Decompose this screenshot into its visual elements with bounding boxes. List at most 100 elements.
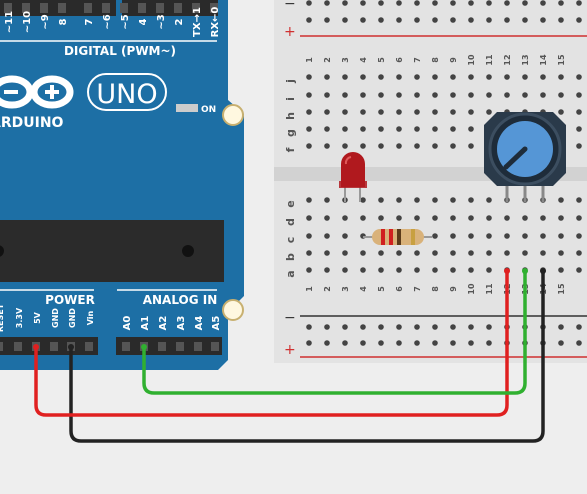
- breadboard-hole[interactable]: [378, 74, 384, 80]
- breadboard-hole[interactable]: [450, 143, 456, 149]
- breadboard-hole[interactable]: [324, 126, 330, 132]
- breadboard-hole[interactable]: [342, 17, 348, 23]
- breadboard-hole[interactable]: [558, 92, 564, 98]
- breadboard-hole[interactable]: [396, 126, 402, 132]
- breadboard-hole[interactable]: [558, 109, 564, 115]
- breadboard-hole[interactable]: [468, 0, 474, 6]
- breadboard-hole[interactable]: [306, 324, 312, 330]
- breadboard-hole[interactable]: [522, 233, 528, 239]
- breadboard-hole[interactable]: [486, 250, 492, 256]
- breadboard-hole[interactable]: [450, 92, 456, 98]
- breadboard-hole[interactable]: [468, 340, 474, 346]
- analog-pin-socket[interactable]: [176, 342, 184, 351]
- breadboard-hole[interactable]: [414, 109, 420, 115]
- breadboard-hole[interactable]: [486, 17, 492, 23]
- breadboard-hole[interactable]: [450, 324, 456, 330]
- breadboard-hole[interactable]: [414, 267, 420, 273]
- breadboard-hole[interactable]: [558, 250, 564, 256]
- breadboard-hole[interactable]: [396, 0, 402, 6]
- breadboard-hole[interactable]: [360, 324, 366, 330]
- breadboard-hole[interactable]: [378, 215, 384, 221]
- wires[interactable]: [33, 268, 546, 443]
- breadboard-hole[interactable]: [414, 17, 420, 23]
- breadboard-hole[interactable]: [576, 126, 582, 132]
- breadboard-hole[interactable]: [576, 92, 582, 98]
- digital-pin-socket[interactable]: [210, 3, 218, 13]
- breadboard-hole[interactable]: [306, 143, 312, 149]
- breadboard-hole[interactable]: [540, 0, 546, 6]
- breadboard-hole[interactable]: [450, 17, 456, 23]
- breadboard-hole[interactable]: [414, 126, 420, 132]
- breadboard-hole[interactable]: [396, 197, 402, 203]
- breadboard-hole[interactable]: [396, 92, 402, 98]
- breadboard-hole[interactable]: [450, 126, 456, 132]
- breadboard-hole[interactable]: [324, 0, 330, 6]
- breadboard-hole[interactable]: [486, 267, 492, 273]
- breadboard-hole[interactable]: [432, 109, 438, 115]
- breadboard-hole[interactable]: [468, 233, 474, 239]
- breadboard-hole[interactable]: [468, 324, 474, 330]
- analog-pin-socket[interactable]: [158, 342, 166, 351]
- breadboard-hole[interactable]: [360, 143, 366, 149]
- digital-pin-socket[interactable]: [192, 3, 200, 13]
- breadboard-hole[interactable]: [576, 197, 582, 203]
- breadboard-hole[interactable]: [396, 215, 402, 221]
- breadboard-hole[interactable]: [576, 267, 582, 273]
- breadboard-hole[interactable]: [360, 267, 366, 273]
- power-pin-socket[interactable]: [14, 342, 22, 351]
- breadboard-hole[interactable]: [306, 197, 312, 203]
- breadboard-hole[interactable]: [522, 74, 528, 80]
- breadboard-hole[interactable]: [450, 0, 456, 6]
- breadboard-hole[interactable]: [540, 215, 546, 221]
- digital-pin-socket[interactable]: [22, 3, 30, 13]
- breadboard-hole[interactable]: [558, 215, 564, 221]
- breadboard-hole[interactable]: [432, 126, 438, 132]
- breadboard-hole[interactable]: [558, 74, 564, 80]
- breadboard-hole[interactable]: [414, 340, 420, 346]
- breadboard-hole[interactable]: [576, 250, 582, 256]
- breadboard-hole[interactable]: [576, 0, 582, 6]
- analog-pin-socket[interactable]: [194, 342, 202, 351]
- breadboard-hole[interactable]: [414, 197, 420, 203]
- breadboard-hole[interactable]: [306, 250, 312, 256]
- breadboard-hole[interactable]: [468, 92, 474, 98]
- digital-pin-socket[interactable]: [120, 3, 128, 13]
- potentiometer[interactable]: [484, 112, 566, 202]
- breadboard-hole[interactable]: [414, 250, 420, 256]
- breadboard-hole[interactable]: [378, 17, 384, 23]
- breadboard-hole[interactable]: [576, 215, 582, 221]
- breadboard-hole[interactable]: [324, 340, 330, 346]
- gnd-wire[interactable]: [69, 269, 545, 443]
- breadboard-hole[interactable]: [324, 143, 330, 149]
- breadboard-hole[interactable]: [504, 250, 510, 256]
- power-pin-socket[interactable]: [0, 342, 3, 351]
- breadboard-hole[interactable]: [504, 74, 510, 80]
- breadboard-hole[interactable]: [378, 250, 384, 256]
- digital-pin-socket[interactable]: [174, 3, 182, 13]
- breadboard-hole[interactable]: [540, 92, 546, 98]
- breadboard-hole[interactable]: [342, 0, 348, 6]
- breadboard-hole[interactable]: [396, 17, 402, 23]
- breadboard-hole[interactable]: [522, 215, 528, 221]
- breadboard-hole[interactable]: [504, 17, 510, 23]
- breadboard-hole[interactable]: [486, 74, 492, 80]
- breadboard-hole[interactable]: [468, 126, 474, 132]
- breadboard-hole[interactable]: [558, 197, 564, 203]
- breadboard-hole[interactable]: [576, 109, 582, 115]
- breadboard-hole[interactable]: [414, 0, 420, 6]
- breadboard-hole[interactable]: [432, 267, 438, 273]
- power-pin-socket[interactable]: [50, 342, 58, 351]
- breadboard-hole[interactable]: [558, 233, 564, 239]
- breadboard-hole[interactable]: [378, 143, 384, 149]
- breadboard-hole[interactable]: [324, 324, 330, 330]
- breadboard-hole[interactable]: [504, 233, 510, 239]
- digital-pin-socket[interactable]: [4, 3, 12, 13]
- breadboard-hole[interactable]: [306, 17, 312, 23]
- breadboard-hole[interactable]: [432, 233, 438, 239]
- breadboard-hole[interactable]: [414, 215, 420, 221]
- breadboard-hole[interactable]: [432, 340, 438, 346]
- breadboard-hole[interactable]: [468, 143, 474, 149]
- breadboard-hole[interactable]: [342, 250, 348, 256]
